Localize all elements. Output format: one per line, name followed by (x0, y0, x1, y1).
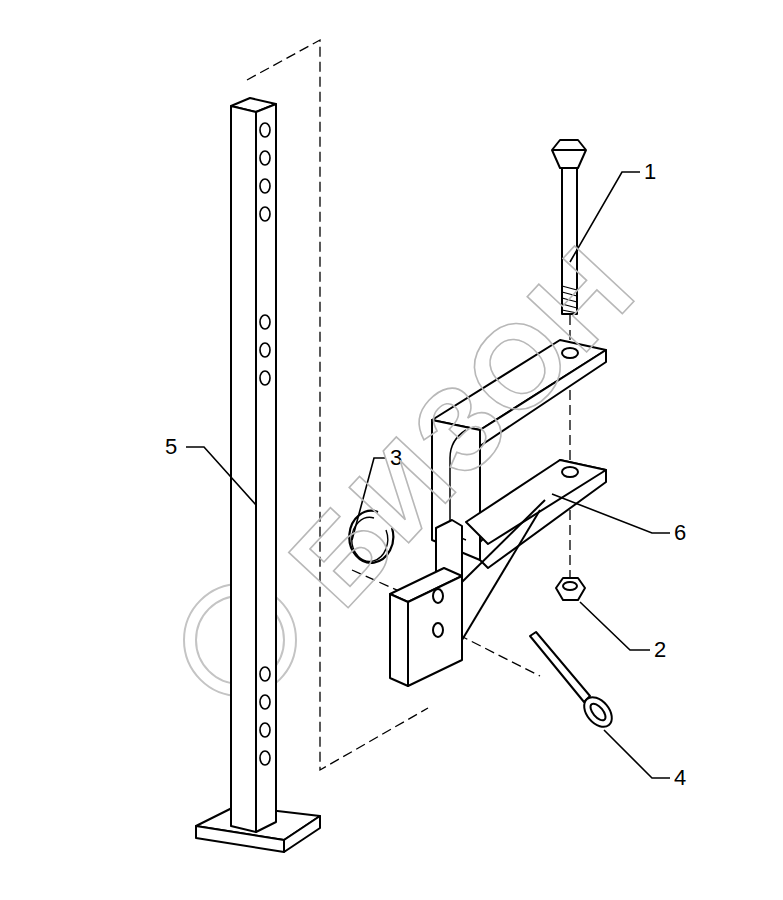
callout-number: 5 (165, 436, 177, 458)
callout-number: 4 (674, 767, 686, 789)
callout-number: 1 (644, 161, 656, 183)
callout-number: 6 (674, 522, 686, 544)
callout-number: 2 (654, 639, 666, 661)
